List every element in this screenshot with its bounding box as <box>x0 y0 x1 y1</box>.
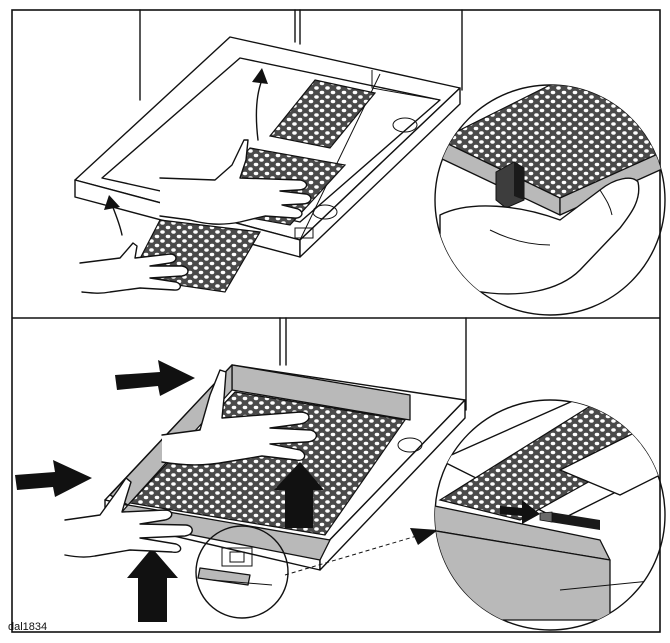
hand-icon <box>439 177 640 295</box>
callout-leader <box>284 534 421 576</box>
hand-icon <box>79 242 189 294</box>
bottom-panel <box>15 317 666 631</box>
mesh-filter-icon <box>128 391 407 536</box>
arrow-icon <box>252 68 268 84</box>
arrow-icon <box>410 528 438 545</box>
arrow-icon <box>15 460 92 497</box>
figure-label: dal1834 <box>8 621 48 633</box>
top-panel <box>74 9 666 316</box>
detail-filter-latch <box>438 85 665 295</box>
arrow-icon <box>255 79 263 141</box>
wall-cabinet <box>139 9 463 101</box>
wall-cabinet <box>279 317 467 411</box>
arrow-icon <box>127 548 178 622</box>
latch-callout-detail <box>211 547 273 586</box>
latch-callout-circle <box>195 525 289 619</box>
arrow-icon <box>500 500 540 524</box>
arrow-icon <box>274 462 324 528</box>
detail-frame-latch <box>435 400 665 621</box>
hood-body <box>74 36 461 258</box>
hand-icon <box>64 477 193 558</box>
mesh-filter-icon <box>268 79 377 149</box>
latch-icon <box>495 161 525 209</box>
hand-icon <box>161 369 317 466</box>
hood-light <box>392 117 418 133</box>
hand-icon <box>159 139 312 225</box>
arrow-icon <box>104 195 120 210</box>
figure-border <box>11 9 661 633</box>
screwdriver-icon <box>539 511 600 530</box>
arrow-icon <box>115 360 195 396</box>
